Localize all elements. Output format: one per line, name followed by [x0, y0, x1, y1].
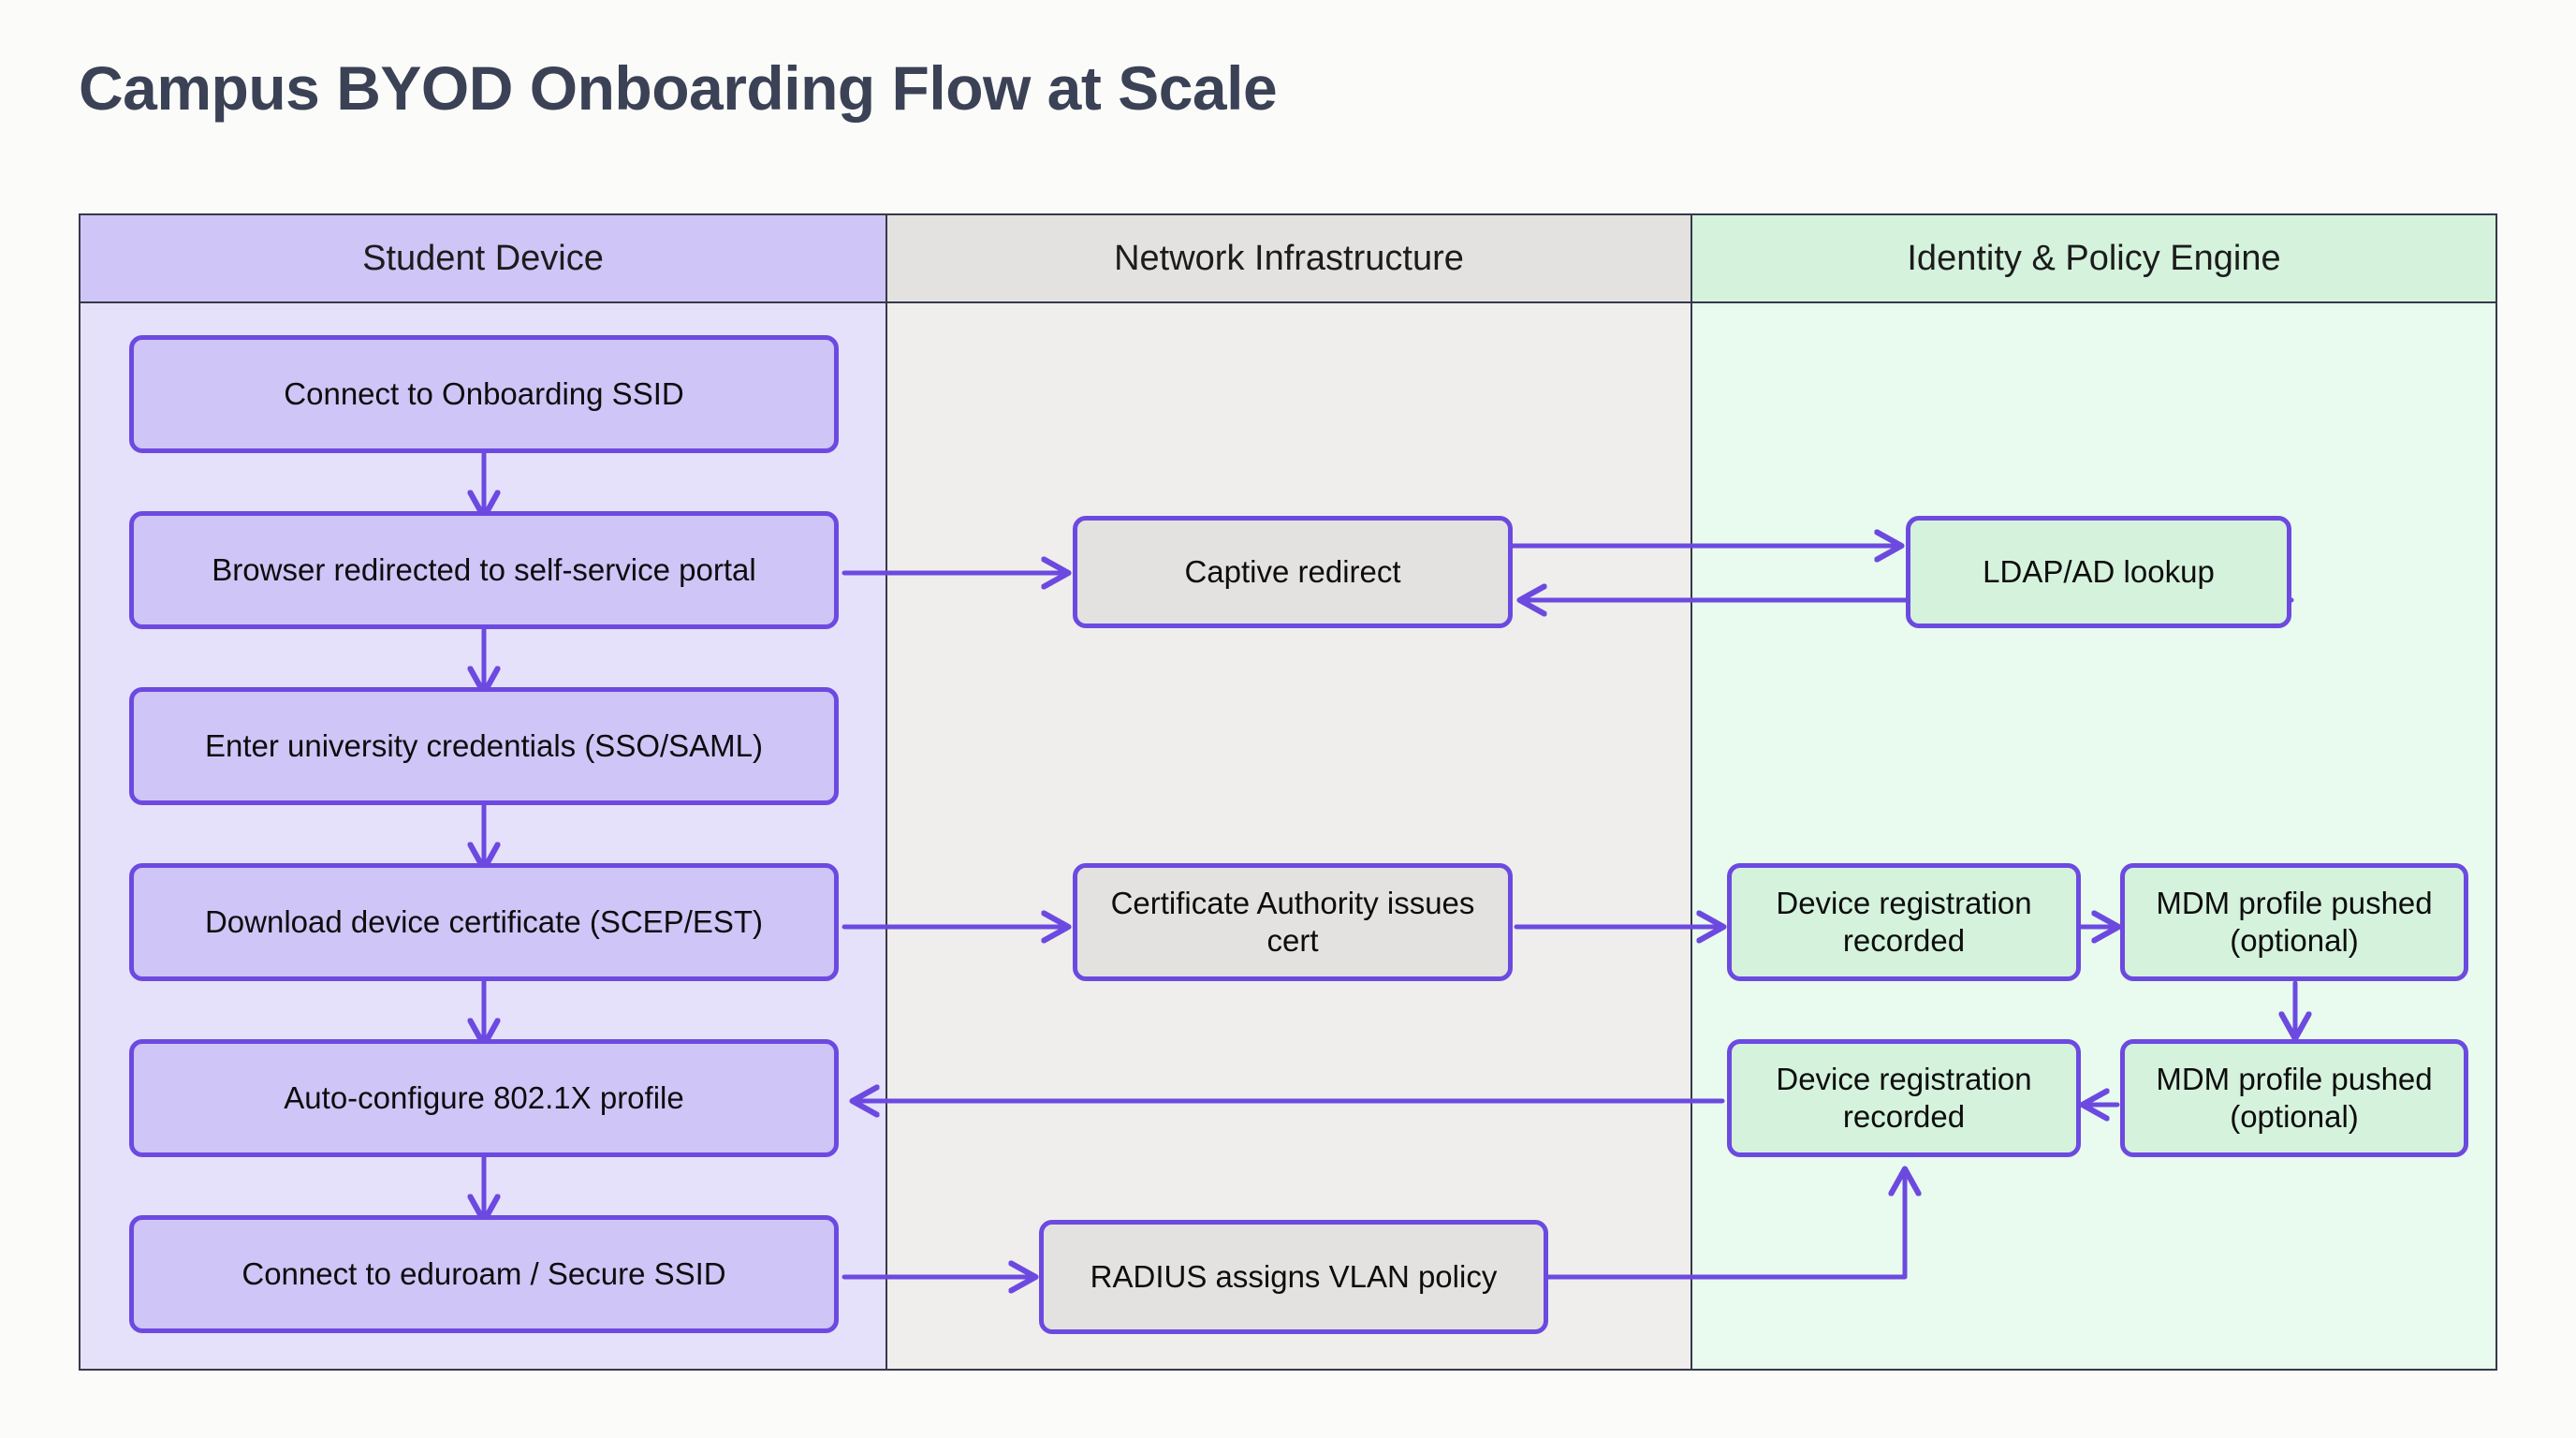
node-label: LDAP/AD lookup	[1983, 553, 2215, 589]
swimlane-identity-policy-engine: Identity & Policy Engine	[1690, 213, 2497, 1371]
node-radius-assigns-vlan-policy[interactable]: RADIUS assigns VLAN policy	[1039, 1220, 1548, 1334]
lane-header-network-infrastructure: Network Infrastructure	[887, 215, 1690, 303]
page-title: Campus BYOD Onboarding Flow at Scale	[79, 53, 1278, 123]
node-label: Device registration recorded	[1776, 1061, 2032, 1134]
node-browser-redirected-to-self-service-portal[interactable]: Browser redirected to self-service porta…	[129, 511, 839, 629]
lane-body-network-infrastructure	[887, 303, 1690, 1369]
node-label: RADIUS assigns VLAN policy	[1090, 1258, 1498, 1294]
node-label: Connect to Onboarding SSID	[284, 375, 684, 411]
node-download-device-certificate[interactable]: Download device certificate (SCEP/EST)	[129, 863, 839, 981]
node-label: Certificate Authority issues cert	[1110, 885, 1475, 958]
node-label: Enter university credentials (SSO/SAML)	[204, 727, 764, 763]
node-captive-redirect[interactable]: Captive redirect	[1073, 516, 1513, 628]
lane-body-identity-policy-engine	[1692, 303, 2496, 1369]
swimlane-network-infrastructure: Network Infrastructure	[886, 213, 1692, 1371]
lane-body-student-device	[80, 303, 886, 1369]
node-device-registration-recorded-1[interactable]: Device registration recorded	[1727, 863, 2081, 981]
node-mdm-profile-pushed-1[interactable]: MDM profile pushed (optional)	[2120, 863, 2468, 981]
swimlane-diagram: Student Device Network Infrastructure Id…	[79, 213, 2497, 1371]
node-ldap-ad-lookup[interactable]: LDAP/AD lookup	[1906, 516, 2291, 628]
node-label: MDM profile pushed (optional)	[2156, 885, 2433, 958]
node-connect-to-eduroam-secure-ssid[interactable]: Connect to eduroam / Secure SSID	[129, 1215, 839, 1333]
node-label: Captive redirect	[1184, 553, 1401, 589]
node-mdm-profile-pushed-2[interactable]: MDM profile pushed (optional)	[2120, 1039, 2468, 1157]
node-certificate-authority-issues-cert[interactable]: Certificate Authority issues cert	[1073, 863, 1513, 981]
node-label: MDM profile pushed (optional)	[2156, 1061, 2433, 1134]
node-label: Download device certificate (SCEP/EST)	[204, 903, 764, 939]
lane-header-student-device: Student Device	[80, 215, 886, 303]
node-connect-to-onboarding-ssid[interactable]: Connect to Onboarding SSID	[129, 335, 839, 453]
lane-header-identity-policy-engine: Identity & Policy Engine	[1692, 215, 2496, 303]
node-label: Device registration recorded	[1776, 885, 2032, 958]
node-enter-university-credentials[interactable]: Enter university credentials (SSO/SAML)	[129, 687, 839, 805]
node-label: Connect to eduroam / Secure SSID	[242, 1255, 726, 1291]
node-label: Browser redirected to self-service porta…	[212, 551, 756, 587]
node-label: Auto-configure 802.1X profile	[284, 1079, 684, 1115]
node-auto-configure-8021x-profile[interactable]: Auto-configure 802.1X profile	[129, 1039, 839, 1157]
node-device-registration-recorded-2[interactable]: Device registration recorded	[1727, 1039, 2081, 1157]
